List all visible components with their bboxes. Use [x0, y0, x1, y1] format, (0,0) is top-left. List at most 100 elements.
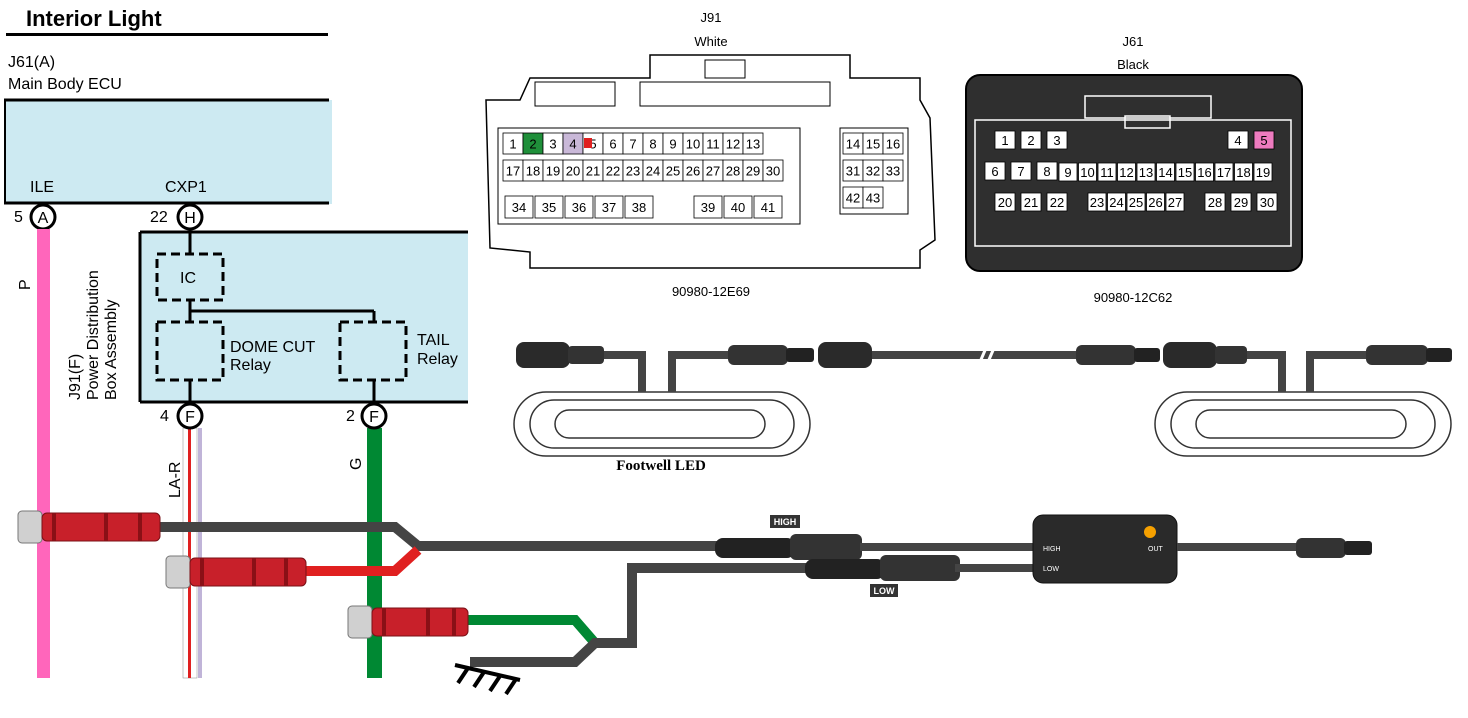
- pin-number: 19: [1256, 165, 1270, 180]
- connector-pin: 8: [642, 132, 664, 155]
- connector-pin: 36: [564, 195, 594, 219]
- connector-pin: 11: [702, 132, 724, 155]
- connector-pin: 26: [682, 159, 704, 182]
- connector-pin: 8: [1036, 161, 1058, 181]
- ecu-pin-num-a: 5: [14, 209, 23, 226]
- footwell-led-1: [513, 391, 811, 457]
- wire-label-la-r: LA-R: [167, 462, 184, 498]
- connector-pin: 19: [542, 159, 564, 182]
- connector-pin: 12: [1117, 162, 1136, 182]
- pin-number: 30: [766, 164, 780, 179]
- controller-low-label: LOW: [1043, 566, 1059, 573]
- pin-number: 38: [632, 200, 646, 215]
- pin-number: 25: [1129, 195, 1143, 210]
- title-underline: [6, 33, 328, 36]
- j61-part: 90980-12C62: [1094, 290, 1173, 305]
- pin-number: 20: [998, 195, 1012, 210]
- low-tag: [870, 584, 898, 597]
- pin-number: 26: [686, 164, 700, 179]
- pin-number: 9: [669, 137, 676, 152]
- pdb-name-line1: Power Distribution: [85, 270, 102, 400]
- harness-low-wire: [470, 563, 810, 667]
- pin-number: 8: [649, 137, 656, 152]
- connector-pin: 29: [742, 159, 764, 182]
- connector-pin: 30: [762, 159, 784, 182]
- pin-number: 4: [569, 137, 576, 152]
- connector-pin: 21: [582, 159, 604, 182]
- dome-cut-relay-line2: Relay: [230, 357, 271, 374]
- pin-number: 6: [991, 164, 998, 179]
- pin-number: 15: [866, 137, 880, 152]
- low-tag-label: LOW: [874, 586, 895, 596]
- pin-number: 15: [1178, 165, 1192, 180]
- connector-pin: 20: [562, 159, 584, 182]
- led-cables: [600, 351, 1370, 392]
- j91-part: 90980-12E69: [672, 284, 750, 299]
- pin-number: 8: [1043, 164, 1050, 179]
- pdb-name-line2: Box Assembly: [103, 300, 120, 400]
- connector-pin: 4: [1227, 130, 1249, 150]
- connector-pin: 23: [1087, 192, 1107, 212]
- ecu-pin-letter-a: A: [38, 210, 49, 227]
- pdb-pin-f2: [360, 402, 388, 430]
- connector-pin: 27: [1165, 192, 1185, 212]
- pin-number: 24: [1109, 195, 1123, 210]
- low-plug: [805, 555, 960, 581]
- pin-number: 12: [726, 137, 740, 152]
- pin-number: 5: [589, 137, 596, 152]
- ecu-pin-num-h: 22: [150, 209, 168, 226]
- harness-green-wire: [465, 615, 599, 647]
- connector-pin: 33: [882, 159, 904, 182]
- connector-pin: 6: [602, 132, 624, 155]
- pin-number: 31: [846, 164, 860, 179]
- connector-pin: 39: [693, 195, 723, 219]
- connector-pin: 5: [1253, 130, 1275, 150]
- pin-number: 33: [886, 164, 900, 179]
- pin-number: 41: [761, 200, 775, 215]
- pin-number: 2: [1027, 133, 1034, 148]
- j91-color: White: [694, 34, 727, 49]
- controller-out-label: OUT: [1148, 546, 1164, 553]
- connector-pin: 1: [502, 132, 524, 155]
- pin-number: 21: [586, 164, 600, 179]
- connector-pin: 10: [682, 132, 704, 155]
- pin-number: 28: [1208, 195, 1222, 210]
- pin-number: 17: [1217, 165, 1231, 180]
- pin-number: 26: [1148, 195, 1162, 210]
- connector-pin: 3: [542, 132, 564, 155]
- harness-red-wire: [300, 546, 422, 576]
- connector-pin: 19: [1253, 162, 1273, 182]
- connector-pin: 16: [882, 132, 904, 155]
- pin-number: 34: [512, 200, 526, 215]
- output-plug: [1296, 538, 1372, 558]
- tap-connector-2: [165, 555, 307, 589]
- pin-number: 13: [1139, 165, 1153, 180]
- pin-number: 21: [1024, 195, 1038, 210]
- pin-number: 40: [731, 200, 745, 215]
- pdb-box: [140, 232, 468, 402]
- connector-pin: 10: [1078, 162, 1097, 182]
- tail-relay-line1: TAIL: [417, 332, 450, 349]
- pin-number: 1: [1001, 133, 1008, 148]
- pin-number: 2: [529, 137, 536, 152]
- connector-pin: 40: [723, 195, 753, 219]
- pdb-ref: J91(F): [67, 354, 84, 400]
- connector-pin: 11: [1097, 162, 1117, 182]
- connector-pin: 27: [702, 159, 724, 182]
- connector-pin: 20: [994, 192, 1016, 212]
- connector-pin: 13: [1136, 162, 1156, 182]
- connector-pin: 22: [1046, 192, 1068, 212]
- connector-pin: 29: [1230, 192, 1252, 212]
- pin-number: 23: [1090, 195, 1104, 210]
- pin-number: 16: [1197, 165, 1211, 180]
- pin-number: 39: [701, 200, 715, 215]
- pin-number: 17: [506, 164, 520, 179]
- connector-pin: 14: [842, 132, 864, 155]
- connector-pin: 13: [742, 132, 764, 155]
- pin-number: 28: [726, 164, 740, 179]
- pin-number: 19: [546, 164, 560, 179]
- connector-pin: 32: [862, 159, 884, 182]
- pin-number: 20: [566, 164, 580, 179]
